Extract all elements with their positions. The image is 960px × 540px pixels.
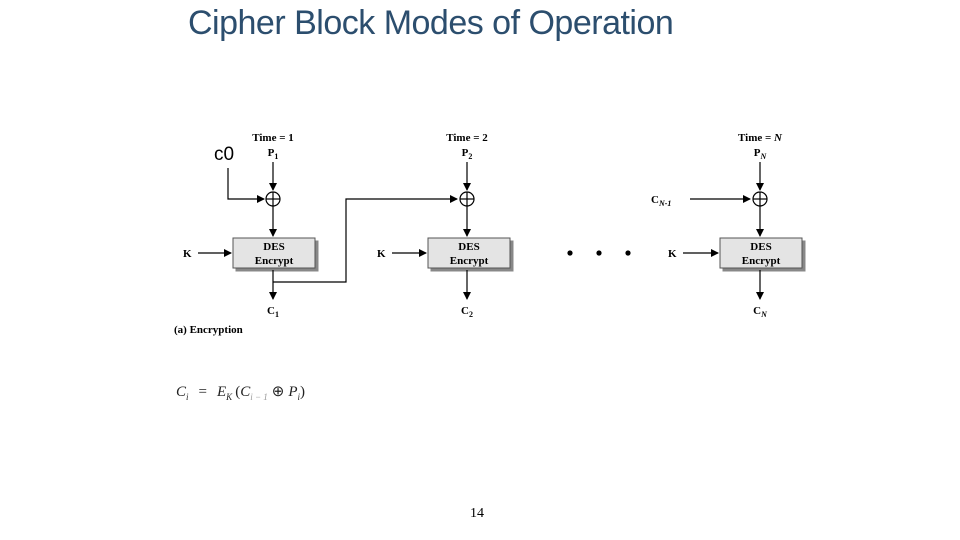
formula-func: E [216, 384, 226, 400]
des-encrypt-block-1 [232, 237, 316, 269]
key-label-2: K [377, 248, 386, 260]
ellipsis-dots [567, 250, 631, 256]
formula-arg1: C [240, 384, 251, 400]
key-label-n: K [668, 248, 677, 260]
feedback-label: CN-1 [651, 194, 671, 208]
formula-arg1-sub: i − 1 [250, 392, 268, 402]
column-1: Time = 1 P1 DES Encrypt K C1 [183, 132, 316, 319]
cbc-formula: Ci=EK(Ci − 1⊕Pi) [176, 384, 305, 402]
xor-icon-1 [265, 191, 281, 207]
des-block-line1-2: DES [458, 241, 479, 253]
des-block-line1-1: DES [263, 241, 284, 253]
des-block-line2-2: Encrypt [450, 255, 489, 267]
key-label-1: K [183, 248, 192, 260]
des-block-line2-1: Encrypt [255, 255, 294, 267]
chaining-feedback-line [273, 195, 458, 283]
time-label-2: Time = 2 [446, 132, 488, 144]
svg-text:Ci=EK(Ci − 1⊕Pi): Ci=EK(Ci − 1⊕Pi) [176, 384, 305, 402]
formula-arg2-sub: i [298, 392, 301, 402]
page-title: Cipher Block Modes of Operation [188, 4, 674, 42]
xor-icon-2 [459, 191, 475, 207]
plaintext-label-2: P2 [462, 147, 473, 161]
formula-close-paren: ) [300, 384, 305, 400]
des-encrypt-block-n [719, 237, 803, 269]
time-label-1: Time = 1 [252, 132, 294, 144]
column-n: Time = N PN CN-1 DES Encrypt K CN [651, 132, 803, 319]
diagram-caption: (a) Encryption [174, 324, 243, 336]
time-label-n: Time = N [738, 132, 783, 144]
des-block-line2-n: Encrypt [742, 255, 781, 267]
ciphertext-label-2: C2 [461, 305, 473, 319]
column-2: Time = 2 P2 DES Encrypt K C2 [377, 132, 511, 319]
formula-func-sub: K [225, 392, 233, 402]
ciphertext-label-n: CN [753, 305, 768, 319]
des-block-line1-n: DES [750, 241, 771, 253]
formula-xor: ⊕ [272, 384, 285, 400]
formula-open-paren: ( [235, 384, 240, 400]
iv-feed-line [227, 168, 265, 203]
formula-equals: = [199, 384, 207, 400]
iv-label: c0 [214, 144, 234, 165]
xor-icon-n [752, 191, 768, 207]
plaintext-label-n: PN [754, 147, 768, 161]
formula-lhs-sub: i [186, 392, 189, 402]
page-number: 14 [470, 506, 484, 521]
formula-arg2: P [287, 384, 297, 400]
plaintext-label-1: P1 [268, 147, 279, 161]
formula-lhs: C [176, 384, 187, 400]
des-encrypt-block-2 [427, 237, 511, 269]
ciphertext-label-1: C1 [267, 305, 279, 319]
